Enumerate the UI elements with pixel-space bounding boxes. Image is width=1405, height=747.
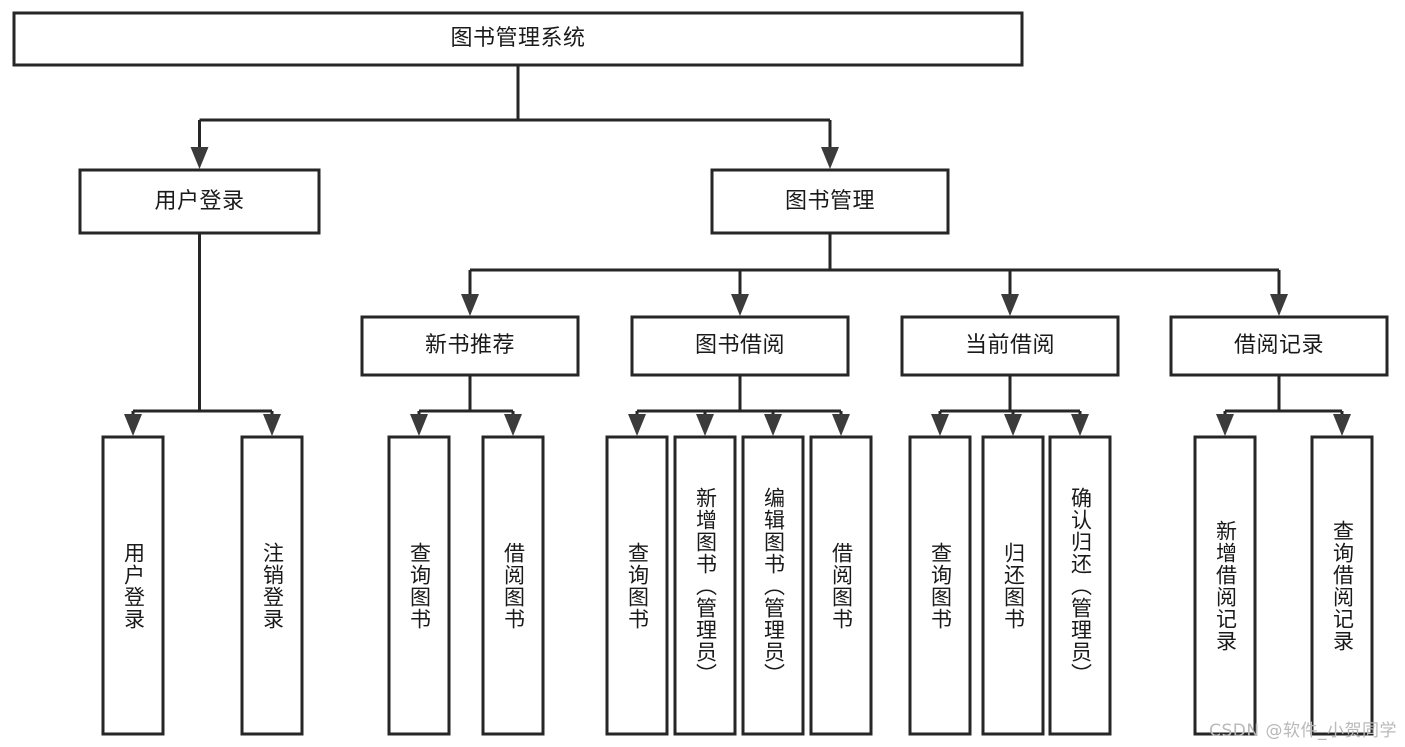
arrow-head-icon [764, 414, 782, 436]
node-user-login[interactable] [78, 168, 321, 235]
node-leaf-query-book-1[interactable] [387, 435, 451, 736]
node-leaf-add-book[interactable] [673, 435, 737, 736]
node-leaf-user-login[interactable] [101, 435, 165, 736]
arrow-head-icon [190, 147, 209, 169]
node-boxes [12, 11, 1389, 736]
node-new-book-rec[interactable] [360, 315, 580, 377]
node-leaf-query-book-2[interactable] [605, 435, 669, 736]
node-borrow-record[interactable] [1169, 315, 1389, 377]
node-current-borrow[interactable] [900, 315, 1120, 377]
arrow-head-icon [931, 414, 949, 436]
node-leaf-borrow-book-2[interactable] [809, 435, 873, 736]
arrow-head-icon [410, 414, 428, 436]
arrow-head-icon [263, 414, 281, 436]
node-leaf-borrow-book-1[interactable] [481, 435, 545, 736]
arrow-head-icon [124, 414, 142, 436]
node-leaf-return-book[interactable] [981, 435, 1045, 736]
arrow-head-icon [1270, 294, 1288, 316]
arrow-head-icon [1004, 414, 1022, 436]
node-leaf-query-book-3[interactable] [908, 435, 972, 736]
arrow-head-icon [1001, 294, 1019, 316]
arrow-head-icon [696, 414, 714, 436]
node-leaf-query-record[interactable] [1310, 435, 1374, 736]
arrow-head-icon [832, 414, 850, 436]
arrow-head-icon [504, 414, 522, 436]
node-leaf-edit-book[interactable] [741, 435, 805, 736]
node-root[interactable] [12, 11, 1024, 67]
connector-lines [124, 65, 1351, 436]
arrow-head-icon [1216, 414, 1234, 436]
arrow-head-icon [628, 414, 646, 436]
node-book-manage[interactable] [710, 168, 950, 235]
node-leaf-confirm-return[interactable] [1048, 435, 1112, 736]
arrow-head-icon [1071, 414, 1089, 436]
node-leaf-add-record[interactable] [1193, 435, 1257, 736]
arrow-head-icon [461, 294, 479, 316]
arrow-head-icon [821, 147, 839, 169]
arrow-head-icon [1333, 414, 1351, 436]
node-leaf-user-logout[interactable] [240, 435, 304, 736]
arrow-head-icon [731, 294, 749, 316]
node-book-borrow[interactable] [630, 315, 850, 377]
